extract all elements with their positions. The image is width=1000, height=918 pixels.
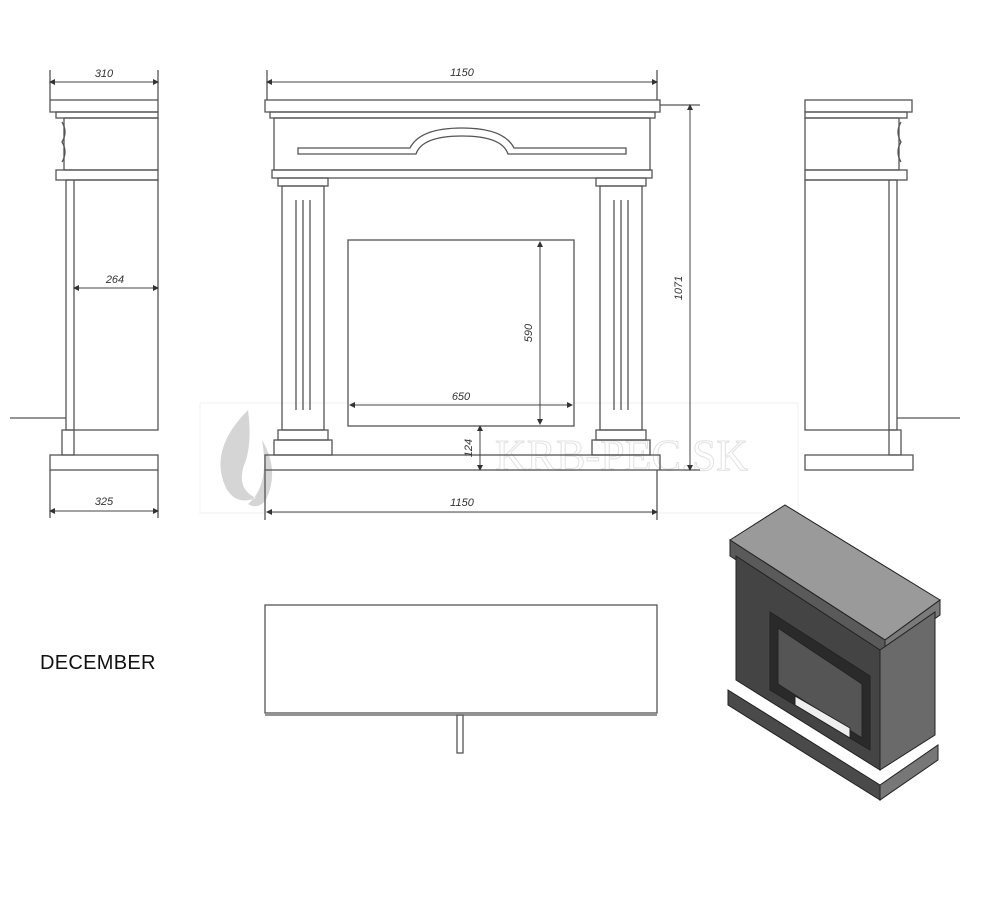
dim-front-height: 1071 <box>673 276 685 300</box>
flame-icon <box>220 410 273 507</box>
left-side-view: 310 264 325 <box>10 68 159 518</box>
dim-side-body-depth: 264 <box>105 274 124 286</box>
dim-front-top-width: 1150 <box>450 67 475 79</box>
dim-opening-height: 590 <box>523 323 535 342</box>
dim-front-base-width: 1150 <box>450 497 475 509</box>
model-name: DECEMBER <box>40 652 156 674</box>
dim-opening-raise: 124 <box>463 439 475 457</box>
fireplace-3d-render <box>727 504 941 801</box>
dim-side-top-depth: 310 <box>95 68 114 80</box>
front-view: 1150 590 650 124 1071 1150 <box>264 67 700 520</box>
dim-side-base-depth: 325 <box>95 496 114 508</box>
top-view <box>264 604 658 754</box>
right-side-view <box>804 99 960 471</box>
watermark: KRB-PEC.SK <box>199 402 799 514</box>
dim-opening-width: 650 <box>452 391 471 403</box>
